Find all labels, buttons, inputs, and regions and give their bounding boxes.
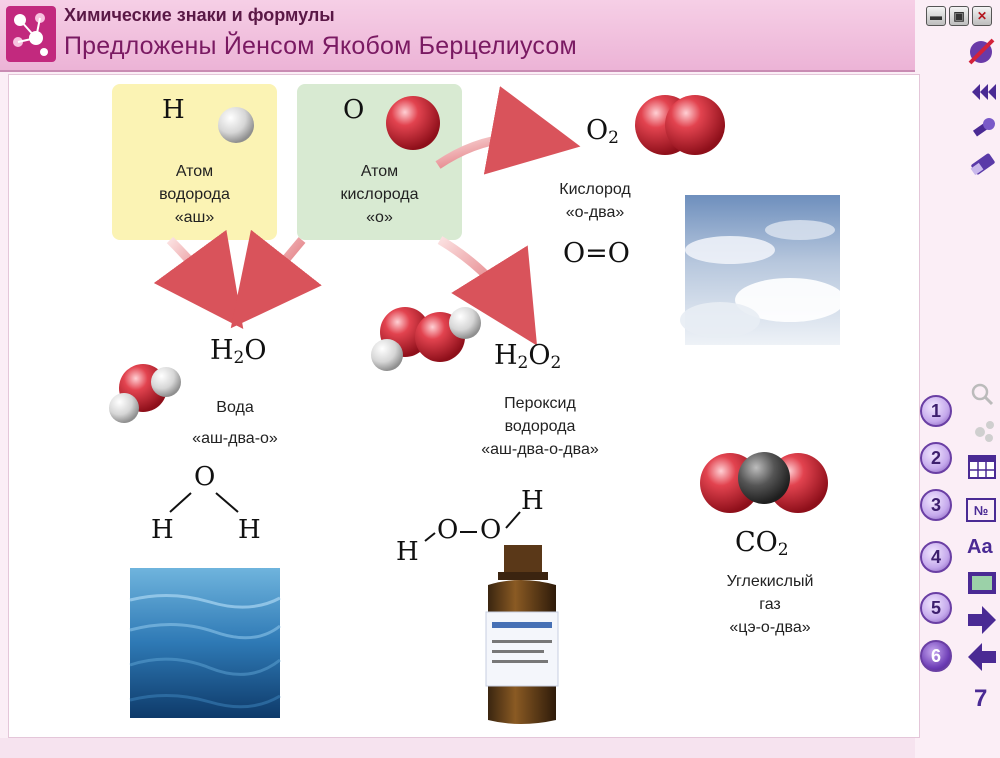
water-bond-left: [169, 492, 192, 513]
arrow-o-to-water: [230, 229, 322, 329]
sea-photo: [129, 568, 281, 718]
co2-name-line1: Углекислый: [726, 573, 814, 590]
o2-name: Кислород: [559, 181, 631, 198]
app-logo: [6, 6, 56, 62]
magnifier-icon[interactable]: [971, 383, 994, 406]
peroxide-reading: «аш-два-о-два»: [481, 441, 599, 458]
oxygen-reading: «о»: [366, 209, 393, 226]
close-button[interactable]: ✕: [972, 6, 992, 26]
hydrogen-label: Атом водорода «аш»: [112, 160, 277, 229]
peroxide-name-line2: водорода: [504, 418, 576, 435]
oxygen-atom: [386, 96, 440, 150]
rewind-icon[interactable]: [972, 84, 996, 100]
hydrogen-label-line2: водорода: [159, 186, 230, 203]
co2-reading: «цэ-о-два»: [729, 619, 811, 636]
peroxide-struct-h1: H: [396, 537, 419, 567]
nav-button-6[interactable]: 6: [920, 640, 952, 672]
next-arrow-icon[interactable]: [968, 606, 996, 634]
minimize-button[interactable]: ▬: [926, 6, 946, 26]
water-struct-h1: H: [151, 515, 174, 545]
logo-icon: [13, 13, 48, 56]
hydrogen-card[interactable]: [112, 84, 277, 240]
restore-button[interactable]: ▣: [949, 6, 969, 26]
hydrogen-reading: «аш»: [174, 209, 215, 226]
oxygen-label-line2: кислорода: [340, 186, 419, 203]
app-title: Химические знаки и формулы: [64, 5, 335, 25]
co2-molecule: [700, 452, 828, 513]
nav-button-1[interactable]: 1: [920, 395, 952, 427]
peroxide-struct-o2: O: [480, 515, 502, 545]
font-icon[interactable]: Aa: [967, 536, 993, 558]
no-sound-icon[interactable]: [968, 38, 995, 65]
number-icon[interactable]: №: [966, 498, 996, 522]
nav-button-4[interactable]: 4: [920, 541, 952, 573]
arrow-o-to-peroxide: [437, 236, 538, 346]
close-icon: ✕: [976, 9, 988, 23]
peroxide-bottle: [485, 545, 559, 724]
oxygen-label: Атом кислорода «о»: [297, 160, 462, 229]
water-reading: «аш-два-о»: [192, 430, 278, 447]
water-struct-o: O: [194, 462, 216, 492]
eraser-icon[interactable]: [970, 153, 996, 176]
restore-icon: ▣: [953, 9, 965, 23]
nav-button-7[interactable]: 7: [974, 685, 988, 712]
page-subtitle: Предложены Йенсом Якобом Берцелиусом: [64, 32, 577, 60]
back-arrow-icon[interactable]: [968, 643, 996, 671]
nav-button-2[interactable]: 2: [920, 442, 952, 474]
arrow-h-to-water: [153, 229, 244, 330]
co2-label: Углекислый газ «цэ-о-два»: [690, 570, 850, 639]
molecule-icon[interactable]: [975, 421, 994, 442]
peroxide-formula: H2O2: [494, 340, 562, 373]
arrow-o-to-o2: [435, 86, 581, 175]
water-bond-right: [215, 492, 239, 513]
peroxide-struct-o1: O: [437, 515, 459, 545]
peroxide-label: Пероксид водорода «аш-два-о-два»: [455, 392, 625, 461]
hydrogen-atom: [218, 107, 254, 143]
table-icon[interactable]: [968, 455, 996, 479]
o2-label: Кислород «о-два»: [530, 178, 660, 224]
hydrogen-label-line1: Атом: [175, 163, 214, 180]
hydrogen-symbol: H: [162, 95, 185, 125]
clouds-photo: [680, 195, 845, 345]
water-molecule: [109, 364, 181, 423]
o2-structure: O=O: [563, 238, 630, 269]
o2-molecule: [635, 95, 725, 155]
oxygen-label-line1: Атом: [360, 163, 399, 180]
oxygen-symbol: O: [343, 95, 365, 125]
co2-name-line2: газ: [759, 596, 781, 613]
peroxide-struct-h2: H: [521, 486, 544, 516]
minimize-icon: ▬: [930, 9, 942, 23]
water-struct-h2: H: [238, 515, 261, 545]
o2-formula: O2: [586, 115, 619, 148]
screen-icon[interactable]: [968, 572, 996, 594]
nav-button-5[interactable]: 5: [920, 592, 952, 624]
water-formula: H2O: [210, 335, 267, 368]
water-name: Вода: [216, 399, 254, 416]
header-bar: Химические знаки и формулы Предложены Йе…: [0, 0, 915, 72]
co2-formula: CO2: [735, 527, 789, 560]
flashlight-icon[interactable]: [972, 118, 995, 137]
bottom-strip: [0, 738, 915, 758]
o2-reading: «о-два»: [565, 204, 625, 221]
peroxide-name-line1: Пероксид: [504, 395, 576, 412]
nav-button-3[interactable]: 3: [920, 489, 952, 521]
water-label: Вода «аш-два-о»: [160, 396, 310, 450]
peroxide-molecule: [371, 307, 481, 371]
